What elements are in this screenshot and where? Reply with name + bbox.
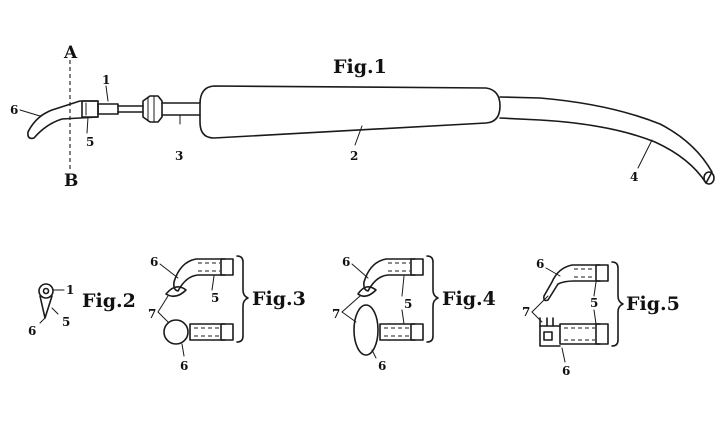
fig5-label-6-bottom: 6: [562, 364, 570, 378]
ferrule: [142, 95, 163, 123]
tail-end: [703, 171, 715, 185]
fig5-fork-base: [539, 325, 561, 347]
fig4-label-6-bottom: 6: [378, 359, 386, 373]
handle-body: [199, 85, 501, 139]
section-label-b: B: [64, 171, 78, 191]
fig2-title: Fig.2: [82, 290, 136, 312]
fig5-label-6-top: 6: [536, 257, 544, 271]
fig5-brace: [611, 261, 624, 347]
fig4-upper-cup: [357, 286, 377, 298]
connector: [97, 103, 119, 115]
fig1-label-2: 2: [350, 149, 358, 163]
fig1-title: Fig.1: [333, 56, 387, 78]
fig1-label-4: 4: [630, 170, 638, 184]
fig5-lower-arm: [559, 323, 601, 345]
fig5-label-7: 7: [522, 305, 530, 319]
fig4-label-5: 5: [404, 297, 412, 311]
fig3-brace: [236, 255, 249, 343]
fig1-label-5: 5: [86, 135, 94, 149]
fig3-title: Fig.3: [252, 288, 306, 310]
fig3-upper-arm: [173, 258, 226, 292]
fig2-cross-section: 1 6 5 Fig.2: [28, 283, 136, 338]
fig2-label-5: 5: [62, 315, 70, 329]
fig1-label-6: 6: [10, 103, 18, 117]
fig4-upper-arm: [363, 258, 416, 292]
fig2-label-6: 6: [28, 324, 36, 338]
fig4-label-6-top: 6: [342, 255, 350, 269]
fig1-instrument: Fig.1 A B 1 6 5 3 2 4: [10, 43, 715, 191]
tip-collar: [81, 100, 99, 118]
fig3-tips: 6 7 5 6 Fig.3: [148, 255, 306, 373]
fig5-title: Fig.5: [626, 293, 680, 315]
fig4-title: Fig.4: [442, 288, 496, 310]
fig3-label-7: 7: [148, 307, 156, 321]
tail-tube: [499, 96, 713, 184]
fig3-label-5: 5: [211, 291, 219, 305]
fig3-ball: [163, 319, 189, 345]
fig5-label-5: 5: [590, 296, 598, 310]
section-label-a: A: [63, 43, 78, 63]
fig2-ring: [38, 283, 54, 299]
fig1-label-3: 3: [175, 149, 183, 163]
fig3-lower-arm: [189, 323, 226, 341]
fig2-blade: [39, 295, 53, 319]
fig5-tips: 6 7 5 6 Fig.5: [522, 257, 680, 378]
fig1-label-1: 1: [102, 73, 110, 87]
fig4-lower-arm: [379, 323, 416, 341]
fig2-label-1: 1: [66, 283, 74, 297]
fig4-brace: [426, 255, 439, 343]
fig3-upper-cup: [165, 286, 187, 298]
tip-detail: [39, 111, 49, 117]
fig4-tips: 6 7 5 6 Fig.4: [332, 255, 496, 373]
fig4-disc: [353, 304, 379, 356]
fig4-label-7: 7: [332, 307, 340, 321]
fig3-label-6-bottom: 6: [180, 359, 188, 373]
fig3-label-6-top: 6: [150, 255, 158, 269]
